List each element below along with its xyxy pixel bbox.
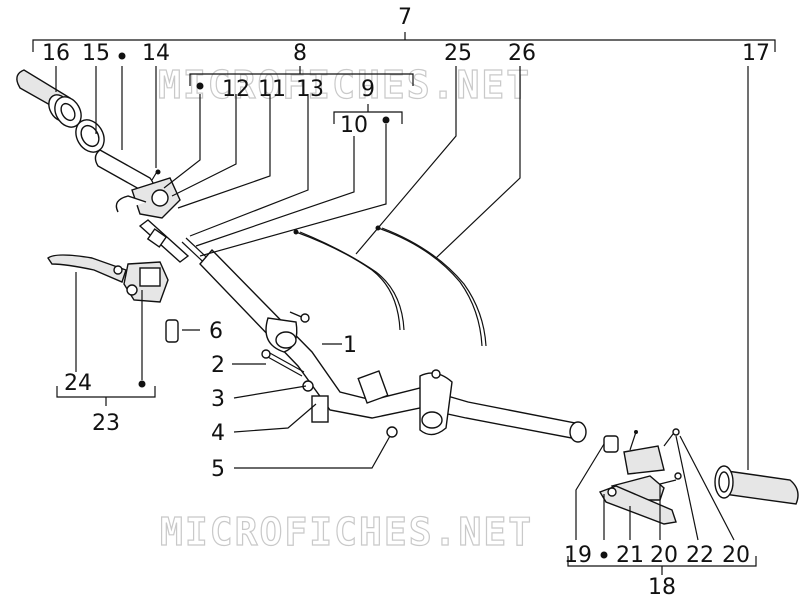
- handlebar-tube: [199, 248, 587, 443]
- callout-15: 15: [82, 41, 110, 66]
- callout-7: 7: [398, 5, 412, 30]
- bullet-dots: [118, 52, 608, 559]
- callout-19: 19: [564, 543, 592, 568]
- throttle-housing: [115, 177, 190, 263]
- callout-13: 13: [296, 77, 324, 102]
- callout-2: 2: [211, 353, 225, 378]
- callout-16: 16: [42, 41, 70, 66]
- callout-6: 6: [209, 319, 223, 344]
- callout-labels: 7 16 15 14 8 25 26 17 12 11 13 9 10 6 1 …: [42, 5, 770, 600]
- bolt-2: [261, 349, 305, 377]
- callout-20-left: 20: [650, 543, 678, 568]
- watermark-top: MICROFICHES.NET: [158, 63, 531, 107]
- callout-11: 11: [258, 77, 286, 102]
- leader-lines: [55, 66, 749, 541]
- right-brake-lever: [598, 485, 677, 525]
- callout-10: 10: [340, 113, 368, 138]
- callout-14: 14: [142, 41, 170, 66]
- callout-23: 23: [92, 411, 120, 436]
- bracket-8: [189, 66, 414, 86]
- callout-22: 22: [686, 543, 714, 568]
- watermark-bottom: MICROFICHES.NET: [160, 510, 533, 554]
- callout-24: 24: [64, 371, 92, 396]
- callout-17: 17: [742, 41, 770, 66]
- left-brake-lever: [47, 254, 127, 283]
- nut-5: [386, 426, 398, 438]
- callout-18: 18: [648, 575, 676, 600]
- callout-1: 1: [343, 333, 357, 358]
- left-master-cylinder: [123, 261, 169, 303]
- callout-8: 8: [293, 41, 307, 66]
- callout-5: 5: [211, 457, 225, 482]
- cable-26: [375, 225, 487, 347]
- callout-3: 3: [211, 387, 225, 412]
- bracket-9: [333, 104, 403, 124]
- callout-20-right: 20: [722, 543, 750, 568]
- callout-4: 4: [211, 421, 225, 446]
- callout-12: 12: [222, 77, 250, 102]
- right-grip: [714, 465, 799, 505]
- cable-25: [293, 229, 405, 331]
- screw-14: [151, 169, 161, 181]
- bracket-7: [32, 32, 776, 52]
- bracket-23: [56, 386, 156, 406]
- left-grip: [16, 69, 82, 128]
- pin-6: [165, 319, 179, 343]
- callout-26: 26: [508, 41, 536, 66]
- callout-25: 25: [444, 41, 472, 66]
- callout-9: 9: [361, 77, 375, 102]
- callout-21: 21: [616, 543, 644, 568]
- bracket-18: [567, 556, 757, 575]
